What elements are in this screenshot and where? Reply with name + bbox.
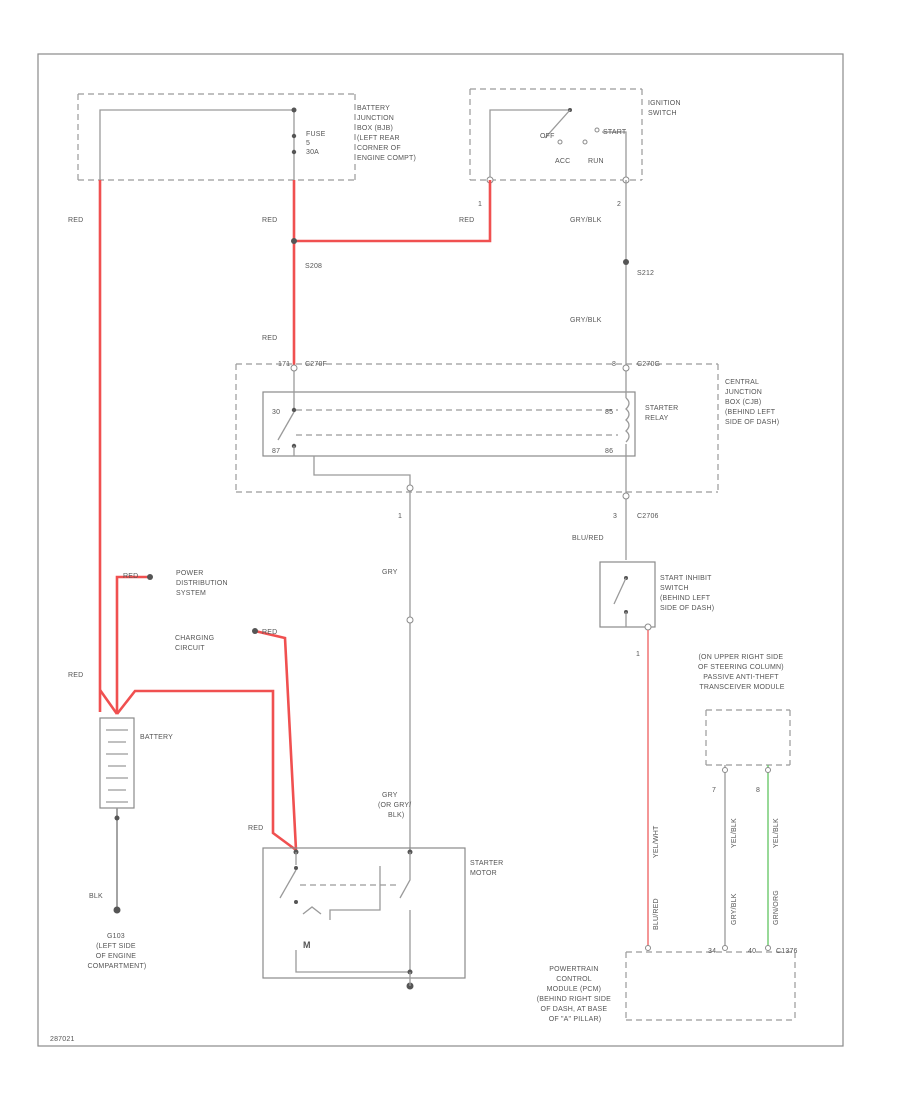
svg-text:GRY/BLK: GRY/BLK (570, 217, 602, 224)
svg-text:GRN/ORG: GRN/ORG (773, 890, 780, 925)
svg-text:RED: RED (262, 335, 277, 342)
svg-text:BLK: BLK (89, 893, 103, 900)
svg-text:5: 5 (306, 140, 310, 147)
svg-text:8: 8 (756, 787, 760, 794)
svg-text:GRY/BLK: GRY/BLK (570, 317, 602, 324)
battery-label: BATTERY (140, 734, 173, 741)
svg-text:RUN: RUN (588, 158, 604, 165)
start-inhibit-label: START INHIBIT SWITCH (BEHIND LEFT SIDE O… (660, 575, 714, 612)
ignition-run-wire (623, 180, 629, 368)
diagram-id: 287021 (50, 1036, 75, 1043)
svg-text:85: 85 (605, 409, 613, 416)
svg-text:RED: RED (123, 573, 138, 580)
powertrain-control-module (625, 945, 796, 1021)
pcm-label: POWERTRAIN CONTROL MODULE (PCM) (BEHIND … (537, 966, 613, 1023)
svg-text:OFF: OFF (540, 133, 555, 140)
splice-s212: S212 (637, 270, 654, 277)
motor-symbol: M (303, 940, 311, 950)
svg-text:30: 30 (272, 409, 280, 416)
svg-text:1: 1 (478, 201, 482, 208)
svg-text:86: 86 (605, 448, 613, 455)
svg-text:30A: 30A (306, 149, 319, 156)
bjb-label: BATTERY JUNCTION BOX (BJB) (LEFT REAR CO… (357, 105, 416, 162)
connector-c2706: C2706 (637, 513, 659, 520)
svg-text:7: 7 (712, 787, 716, 794)
connector-c270g: C270G (637, 361, 660, 368)
pats-label: (ON UPPER RIGHT SIDE OF STEERING COLUMN)… (698, 654, 786, 691)
svg-text:YEL/BLK: YEL/BLK (731, 818, 738, 848)
ignition-switch: OFF START ACC RUN IGNITION SWITCH 1 2 (469, 88, 683, 208)
splice-s208: S208 (305, 263, 322, 270)
charging-circuit-label: CHARGING CIRCUIT (175, 635, 216, 652)
svg-text:40: 40 (748, 948, 756, 955)
starter-relay-label: STARTER RELAY (645, 405, 681, 422)
fuse-label: FUSE (306, 131, 326, 138)
svg-text:1: 1 (398, 513, 402, 520)
svg-text:GRY (OR GRY/ BLK): GRY (OR GRY/ BLK) (378, 792, 414, 819)
battery-junction-box: FUSE 5 30A BATTERY JUNCTION BOX (BJB) (L… (77, 93, 416, 181)
svg-text:YEL/WHT: YEL/WHT (653, 825, 660, 858)
svg-text:BLU/RED: BLU/RED (653, 898, 660, 930)
svg-text:YEL/BLK: YEL/BLK (773, 818, 780, 848)
cjb-label: CENTRAL JUNCTION BOX (CJB) (BEHIND LEFT … (725, 379, 779, 426)
central-junction-box (235, 363, 719, 620)
battery (99, 717, 135, 914)
connector-c1376: C1376 (776, 948, 798, 955)
svg-text:RED: RED (262, 629, 277, 636)
svg-text:2: 2 (617, 201, 621, 208)
starter-motor: M (262, 847, 466, 990)
svg-text:171: 171 (278, 361, 290, 368)
pats-module (705, 709, 791, 946)
power-distribution-label: POWER DISTRIBUTION SYSTEM (176, 570, 230, 597)
svg-text:GRY: GRY (382, 569, 398, 576)
ground-g103-label: G103 (LEFT SIDE OF ENGINE COMPARTMENT) (88, 933, 147, 970)
svg-text:1: 1 (636, 651, 640, 658)
svg-text:3: 3 (613, 513, 617, 520)
svg-text:START: START (603, 129, 627, 136)
svg-text:RED: RED (262, 217, 277, 224)
start-inhibit-switch (599, 561, 656, 946)
svg-text:GRY/BLK: GRY/BLK (731, 893, 738, 925)
power-wiring (98, 180, 492, 852)
svg-text:RED: RED (68, 217, 83, 224)
starter-motor-label: STARTER MOTOR (470, 860, 506, 877)
connector-c270f: C270F (305, 361, 327, 368)
svg-text:87: 87 (272, 448, 280, 455)
svg-text:BLU/RED: BLU/RED (572, 535, 604, 542)
diagram-frame (37, 53, 844, 1047)
svg-text:RED: RED (68, 672, 83, 679)
svg-text:ACC: ACC (555, 158, 570, 165)
svg-text:34: 34 (708, 948, 716, 955)
svg-text:RED: RED (248, 825, 263, 832)
ignition-switch-label: IGNITION SWITCH (648, 100, 683, 117)
svg-text:8: 8 (612, 361, 616, 368)
svg-text:RED: RED (459, 217, 474, 224)
